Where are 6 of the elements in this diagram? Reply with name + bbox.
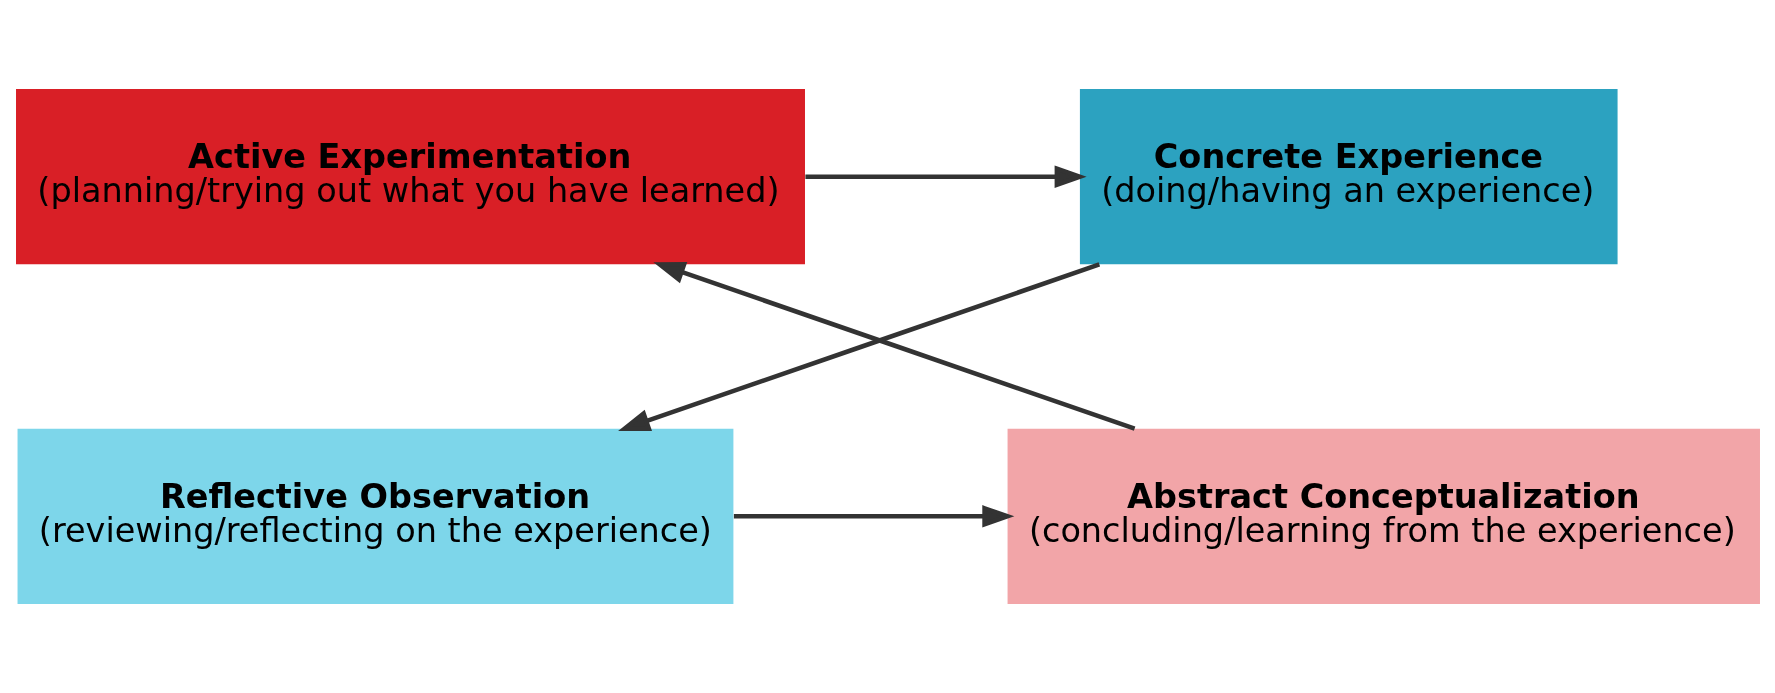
node-box: Concrete Experience (doing/having an experience) bbox=[1079, 89, 1618, 265]
node-box: Abstract Conceptualization (concluding/learning from the experience) bbox=[1007, 428, 1760, 604]
arrow bbox=[804, 165, 1087, 188]
node-box: Active Experimentation (planning/trying out what you have learned) bbox=[15, 89, 805, 265]
node-box: Reflective Observation (reviewing/reflecting on the experience) bbox=[17, 428, 733, 604]
arrow bbox=[733, 505, 1014, 528]
